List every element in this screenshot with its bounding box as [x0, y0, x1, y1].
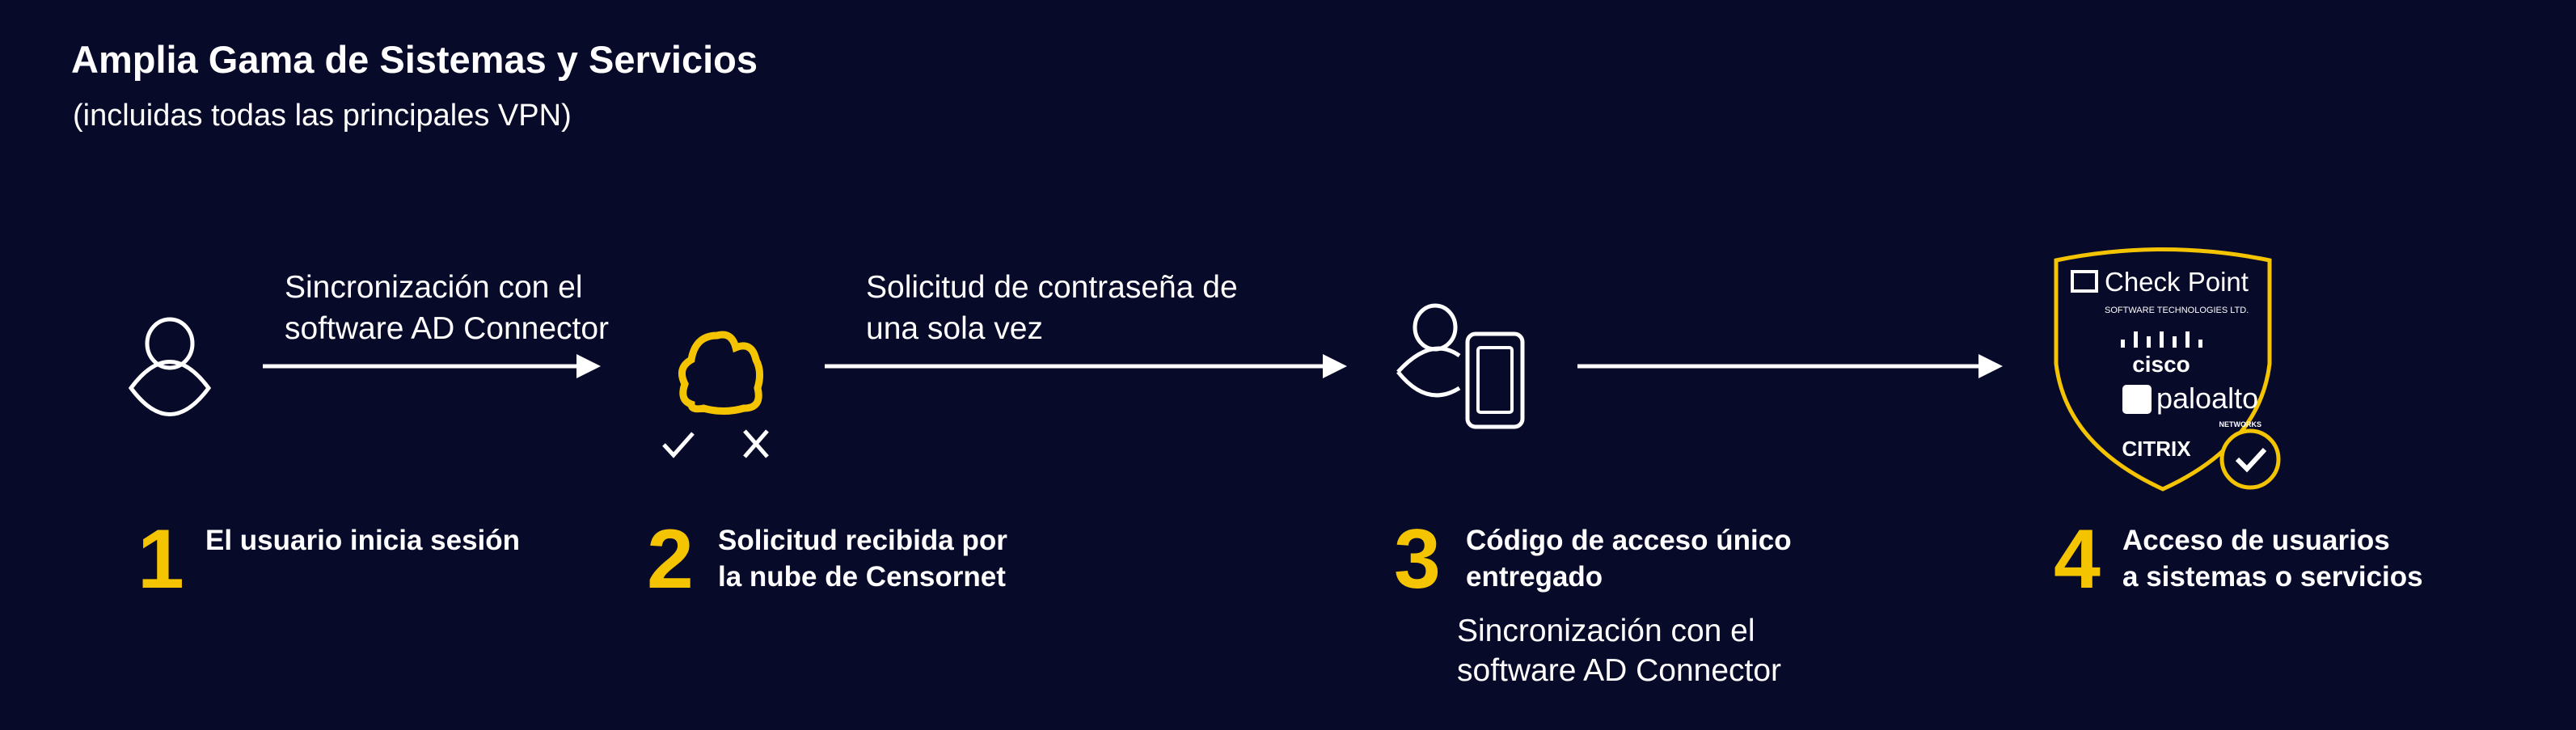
- paloalto-tagline: NETWORKS: [2219, 420, 2262, 428]
- step-4-label: Acceso de usuarios a sistemas o servicio…: [2122, 522, 2423, 595]
- cloud-icon: [678, 331, 764, 415]
- step-3-note: Sincronización con el software AD Connec…: [1457, 611, 1781, 690]
- vpn-shield: Check Point SOFTWARE TECHNOLOGIES LTD. c…: [2054, 247, 2281, 492]
- page-subtitle: (incluidas todas las principales VPN): [73, 99, 572, 133]
- arrow1-label-line: software AD Connector: [285, 311, 610, 346]
- step-label-line: Código de acceso único: [1466, 525, 1792, 556]
- checkpoint-logo: Check Point: [2105, 267, 2249, 297]
- step-1-label: El usuario inicia sesión: [205, 522, 520, 559]
- step-3-number: 3: [1394, 513, 1441, 606]
- step-note-line: Sincronización con el: [1457, 614, 1755, 648]
- paloalto-logo: paloalto: [2156, 382, 2258, 415]
- arrow1-label-line: Sincronización con el: [285, 270, 583, 305]
- step-note-line: software AD Connector: [1457, 653, 1782, 688]
- step-label-line: entregado: [1466, 561, 1603, 593]
- arrow-right-icon: [1577, 354, 2003, 378]
- arrow-right-icon: [825, 354, 1347, 378]
- step-label-line: Acceso de usuarios: [2122, 525, 2390, 556]
- step-2-number: 2: [647, 513, 694, 606]
- x-icon: [743, 429, 769, 458]
- step-2-label: Solicitud recibida por la nube de Censor…: [718, 522, 1007, 595]
- checkpoint-logo-icon: [2071, 270, 2098, 293]
- step-label-line: a sistemas o servicios: [2122, 561, 2423, 593]
- arrow2-label: Solicitud de contraseña de una sola vez: [866, 267, 1238, 349]
- checkpoint-tagline: SOFTWARE TECHNOLOGIES LTD.: [2105, 306, 2249, 315]
- step-4-number: 4: [2054, 513, 2101, 606]
- paloalto-logo-icon: [2122, 385, 2152, 414]
- check-circle-icon: [2219, 428, 2281, 490]
- step-label-line: Solicitud recibida por: [718, 525, 1007, 556]
- cisco-bars-icon: [2121, 331, 2202, 348]
- user-phone-icon: [1396, 303, 1525, 429]
- step-label-line: la nube de Censornet: [718, 561, 1006, 593]
- step-3-label: Código de acceso único entregado: [1466, 522, 1792, 595]
- page-title: Amplia Gama de Sistemas y Servicios: [71, 38, 758, 81]
- arrow2-label-line: una sola vez: [866, 311, 1043, 346]
- citrix-logo: CITRIX: [2122, 437, 2191, 461]
- step-1-number: 1: [137, 513, 184, 606]
- step-label-line: El usuario inicia sesión: [205, 525, 521, 556]
- arrow2-label-line: Solicitud de contraseña de: [866, 270, 1238, 305]
- arrow1-label: Sincronización con el software AD Connec…: [285, 267, 609, 349]
- check-icon: [662, 432, 695, 458]
- cisco-logo: cisco: [2132, 352, 2190, 377]
- user-icon: [128, 317, 212, 416]
- arrow-right-icon: [263, 354, 601, 378]
